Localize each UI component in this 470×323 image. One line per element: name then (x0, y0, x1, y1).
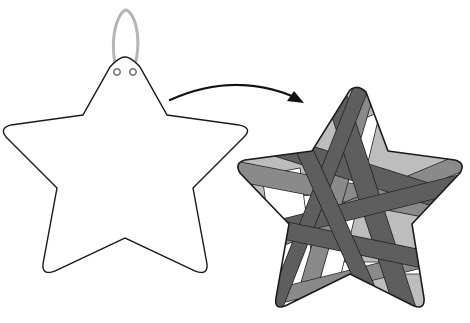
hanger-hole-left (113, 68, 121, 76)
woven-star-ornament (237, 86, 463, 308)
dark-strip (261, 87, 373, 307)
blank-star-ornament (2, 8, 249, 274)
woven-star-outline (237, 86, 463, 308)
hanger-loop-icon (112, 8, 140, 74)
blank-star-outline (2, 56, 249, 274)
hanger-hole-right (129, 68, 137, 76)
arrow-icon (168, 83, 304, 103)
